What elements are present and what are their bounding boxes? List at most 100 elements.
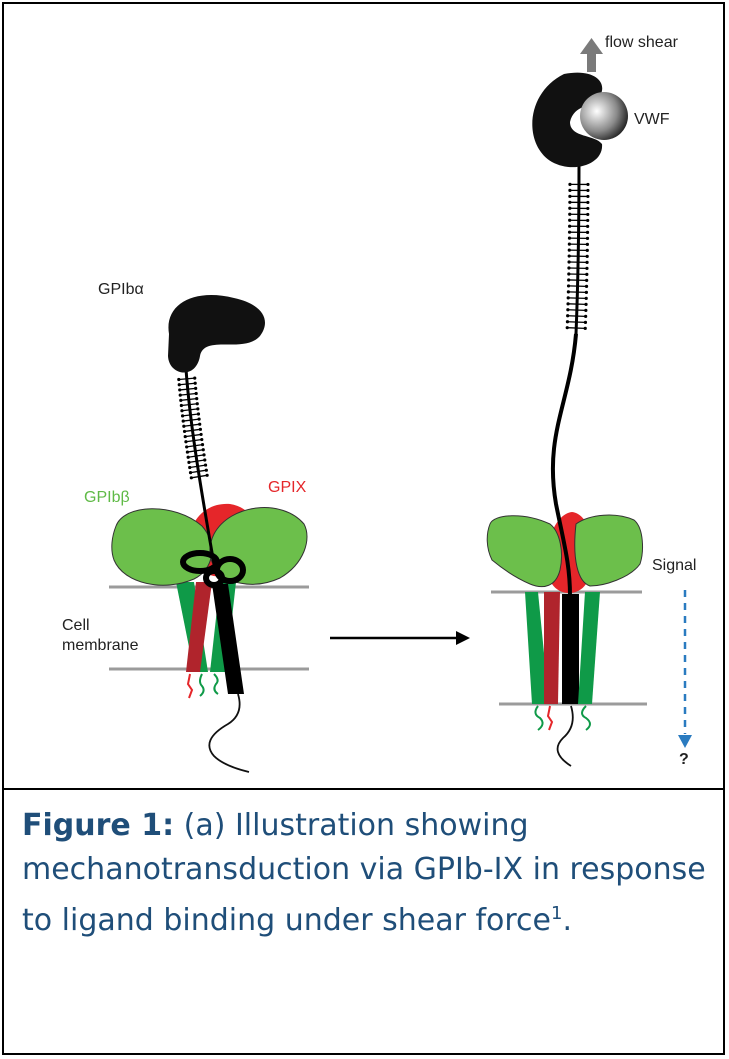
glycan-dot (568, 219, 571, 222)
caption-end: . (562, 903, 572, 938)
left-gpibb-tail-2 (214, 674, 218, 694)
glycan-dot (196, 407, 199, 410)
glycan-tick (568, 298, 586, 299)
glycan-dot (188, 466, 191, 469)
glycan-dot (586, 231, 589, 234)
glycan-dot (196, 402, 199, 405)
left-gpiba-head (168, 295, 265, 373)
glycan-dot (179, 399, 182, 402)
glycan-dot (199, 428, 202, 431)
right-gpibb-tail-2 (582, 706, 590, 730)
label-gpibb: GPIbβ (84, 489, 130, 506)
glycan-dot (567, 296, 570, 299)
glycan-tick (567, 322, 585, 323)
glycan-dot (568, 189, 571, 192)
label-question: ? (679, 751, 689, 768)
label-vwf: VWF (634, 111, 670, 128)
glycan-dot (586, 183, 589, 186)
glycan-dot (206, 474, 209, 477)
label-signal: Signal (652, 557, 696, 574)
glycan-dot (182, 425, 185, 428)
glycan-dot (195, 397, 198, 400)
glycan-tick (180, 394, 196, 396)
signal-arrow (678, 590, 692, 748)
mechanotransduction-diagram: flow shear VWF GPIbα GPIbβ GPIX Cell mem… (4, 4, 725, 794)
right-gpix-tm (544, 592, 560, 704)
glycan-dot (187, 456, 190, 459)
glycan-dot (187, 461, 190, 464)
right-gpibb-tail-1 (535, 706, 542, 730)
glycan-dot (183, 430, 186, 433)
glycan-dot (574, 332, 577, 335)
glycan-dot (180, 404, 183, 407)
glycan-dot (568, 195, 571, 198)
glycan-dot (202, 448, 205, 451)
glycan-dot (584, 309, 587, 312)
glycan-dot (567, 266, 570, 269)
glycan-dot (179, 394, 182, 397)
glycan-dot (586, 189, 589, 192)
glycan-dot (198, 423, 201, 426)
label-flow-shear: flow shear (605, 34, 679, 51)
right-gpibb-domain-right (575, 515, 643, 586)
glycan-dot (566, 314, 569, 317)
caption-lead: Figure 1: (22, 808, 174, 843)
glycan-tick (567, 328, 585, 329)
glycan-dot (568, 243, 571, 246)
glycan-dot (194, 387, 197, 390)
glycan-dot (566, 326, 569, 329)
glycan-dot (185, 445, 188, 448)
glycan-dot (585, 267, 588, 270)
glycan-tick (181, 399, 197, 401)
glycan-tick (182, 409, 198, 411)
glycan-dot (586, 213, 589, 216)
glycan-dot (568, 207, 571, 210)
right-gpiba-tm (562, 594, 579, 704)
glycan-dot (567, 290, 570, 293)
glycan-dot (568, 183, 571, 186)
glycan-dot (197, 417, 200, 420)
right-gpibb-tm-right (578, 592, 600, 704)
glycan-dot (585, 297, 588, 300)
glycan-dot (584, 327, 587, 330)
glycan-dot (186, 450, 189, 453)
right-gpiba-stalk-upper (576, 164, 579, 334)
glycan-dot (182, 419, 185, 422)
glycan-dot (199, 433, 202, 436)
label-cell: Cell (62, 617, 90, 634)
glycan-dot (586, 249, 589, 252)
glycan-dot (205, 469, 208, 472)
glycan-dot (190, 476, 193, 479)
label-gpiba: GPIbα (98, 281, 144, 298)
glycan-dot (201, 443, 204, 446)
glycan-dot (586, 207, 589, 210)
glycan-dot (200, 438, 203, 441)
glycan-dot (584, 303, 587, 306)
glycan-dot (178, 383, 181, 386)
glycan-dot (585, 279, 588, 282)
right-gpix-tail (548, 706, 552, 730)
left-gpibb-tail-1 (200, 674, 204, 696)
glycan-dot (586, 237, 589, 240)
glycan-dot (586, 243, 589, 246)
transition-arrow (330, 631, 470, 645)
glycan-dot (586, 225, 589, 228)
glycan-dot (566, 308, 569, 311)
glycan-dot (566, 302, 569, 305)
glycan-dot (568, 237, 571, 240)
glycan-dot (585, 291, 588, 294)
glycan-tick (568, 304, 586, 305)
glycan-tick (179, 383, 195, 384)
glycan-dot (197, 412, 200, 415)
glycan-dot (584, 315, 587, 318)
glycan-tick (568, 310, 586, 311)
glycan-dot (585, 273, 588, 276)
glycan-dot (567, 278, 570, 281)
glycan-dot (568, 248, 571, 251)
left-gpiba-tail (209, 694, 249, 772)
glycan-tick (181, 404, 197, 406)
glycan-dot (194, 382, 197, 385)
glycan-tick (180, 388, 196, 390)
right-gpiba-tail (558, 706, 573, 766)
